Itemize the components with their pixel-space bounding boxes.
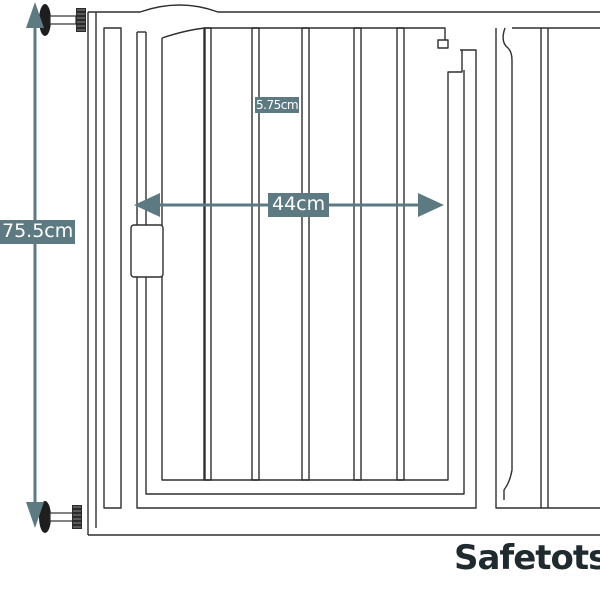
gate-bars [203,27,405,481]
outer-frame [87,4,600,536]
height-dimension-label: 75.5cm [0,220,76,244]
latch-handle [130,224,164,278]
width-dimension-label: 44cm [268,193,330,217]
wall-fixture-top [39,4,86,36]
gate-door [136,27,477,509]
brand-logo-text: Safetots [454,538,600,578]
top-latch [437,39,449,49]
wall-fixture-bottom [39,501,82,533]
extension-panel [495,27,600,509]
bar-spacing-label: 5.75cm [255,97,300,113]
height-arrow [26,2,44,528]
